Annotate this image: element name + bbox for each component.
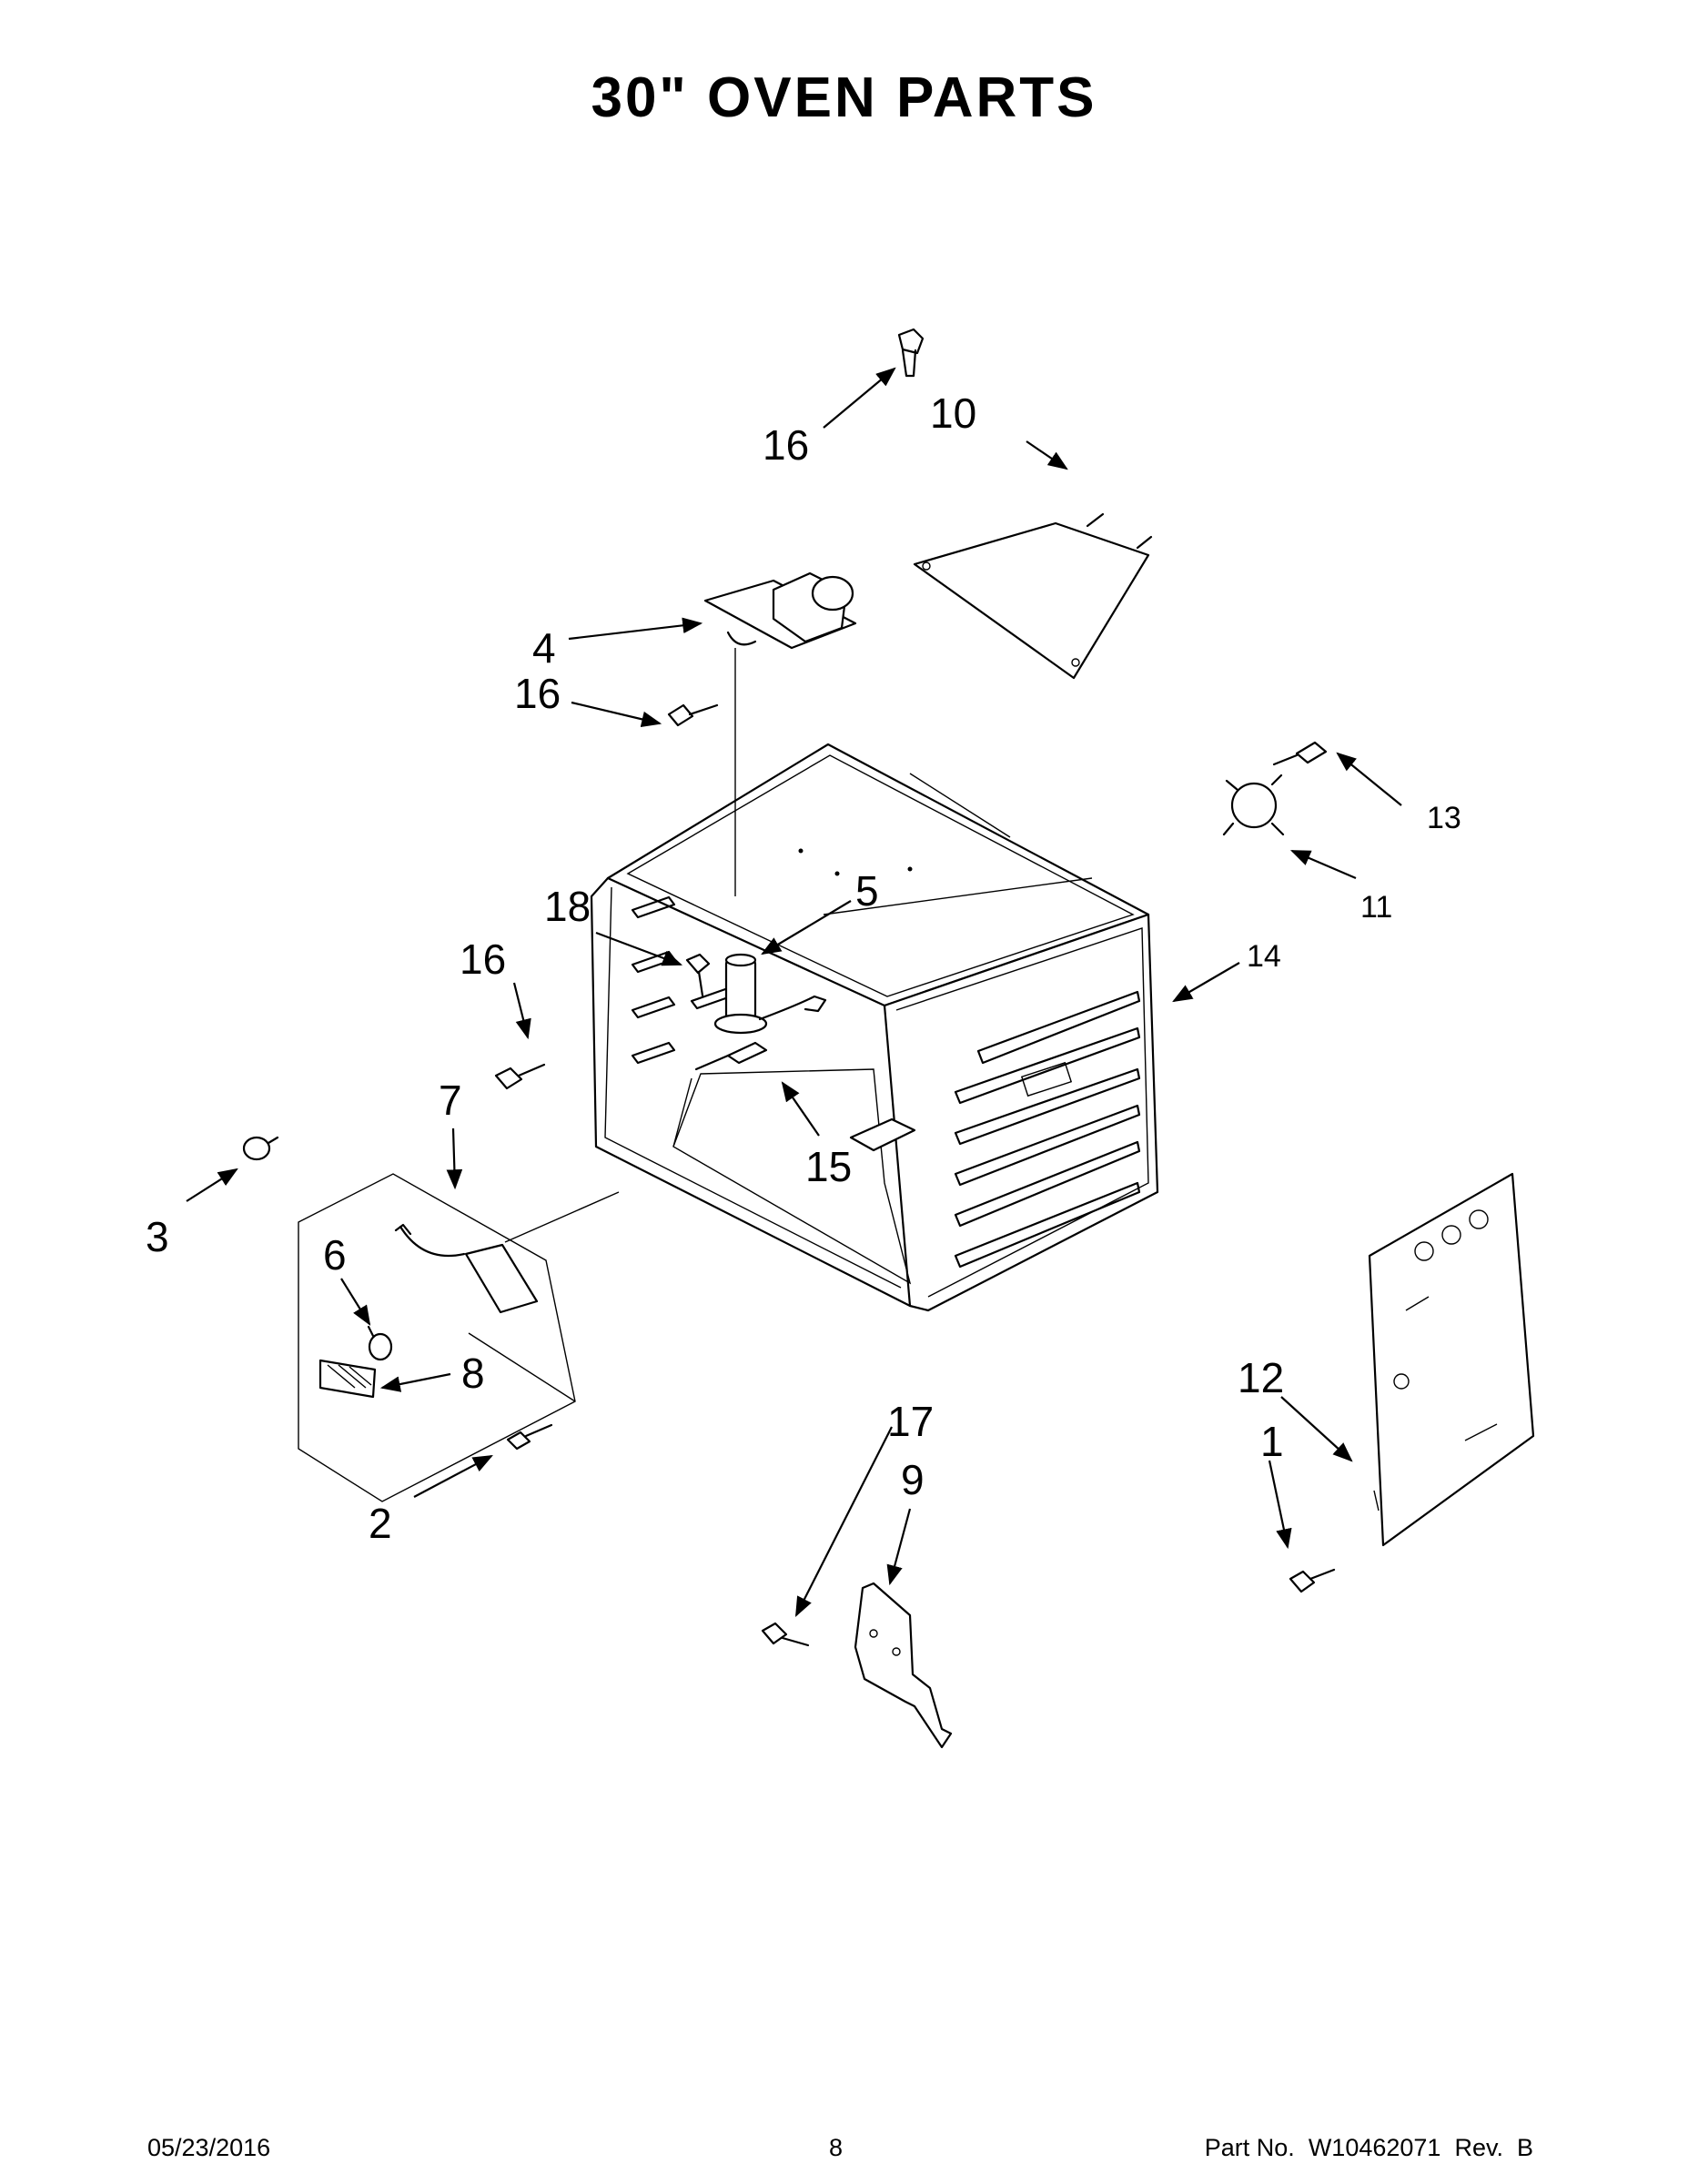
callout-5: 5 <box>855 867 879 915</box>
page-title: 30" OVEN PARTS <box>591 66 1097 129</box>
revision: Rev. B <box>1454 2134 1533 2161</box>
callout-16-left: 16 <box>460 935 506 983</box>
part-17-screw <box>761 1622 810 1647</box>
part-18-screw <box>685 953 711 997</box>
callout-9: 9 <box>901 1456 925 1503</box>
callout-15: 15 <box>805 1143 852 1190</box>
leader-lines <box>186 367 1402 1617</box>
part-16-screw-left <box>494 1063 546 1090</box>
callout-12: 12 <box>1238 1354 1284 1401</box>
footer-date: 05/23/2016 <box>147 2134 271 2161</box>
oven-cavity <box>590 743 1159 1312</box>
callout-13: 13 <box>1427 801 1461 835</box>
part-8-lens <box>318 1359 377 1399</box>
callout-8: 8 <box>461 1350 485 1397</box>
part-2-screw <box>506 1423 553 1451</box>
callout-2: 2 <box>369 1500 392 1547</box>
part-16-screw-top <box>897 328 925 378</box>
part-6-bulb <box>367 1325 393 1361</box>
callout-14: 14 <box>1247 939 1281 974</box>
right-rack-rails <box>954 990 1141 1269</box>
part-16-screw-middle <box>667 703 719 727</box>
callout-7: 7 <box>439 1077 462 1124</box>
part-4-switch-assembly <box>703 571 857 896</box>
callout-numbers: 10 16 4 16 13 11 14 5 18 16 7 15 3 6 8 2… <box>146 389 1461 1547</box>
callout-16-top: 16 <box>763 421 809 469</box>
part-10-cover-plate <box>913 512 1153 680</box>
callout-3: 3 <box>146 1213 169 1260</box>
part-7-light-assembly <box>298 1173 620 1502</box>
callout-16-middle: 16 <box>514 670 561 717</box>
callout-6: 6 <box>323 1231 347 1279</box>
part-12-side-panel <box>1368 1172 1535 1547</box>
part-11-thermal-fuse <box>1222 774 1285 836</box>
footer-page-number: 8 <box>829 2134 844 2161</box>
part-15-bracket <box>694 1041 916 1152</box>
part-5-light-socket <box>713 953 827 1035</box>
part-3-knob <box>242 1136 279 1161</box>
callout-4: 4 <box>532 624 556 672</box>
callout-11: 11 <box>1360 890 1392 925</box>
part-1-screw <box>1289 1568 1336 1593</box>
callout-17: 17 <box>887 1398 934 1445</box>
part-number: W10462071 <box>1308 2134 1441 2161</box>
part-13-screw <box>1272 741 1328 766</box>
part-label: Part No. <box>1204 2134 1295 2161</box>
part-9-mounting-bracket <box>854 1582 953 1749</box>
callout-1: 1 <box>1260 1418 1284 1465</box>
callout-10: 10 <box>930 389 976 437</box>
footer-part-number: Part No. W10462071 Rev. B <box>1205 2134 1533 2162</box>
callout-18: 18 <box>544 883 591 930</box>
